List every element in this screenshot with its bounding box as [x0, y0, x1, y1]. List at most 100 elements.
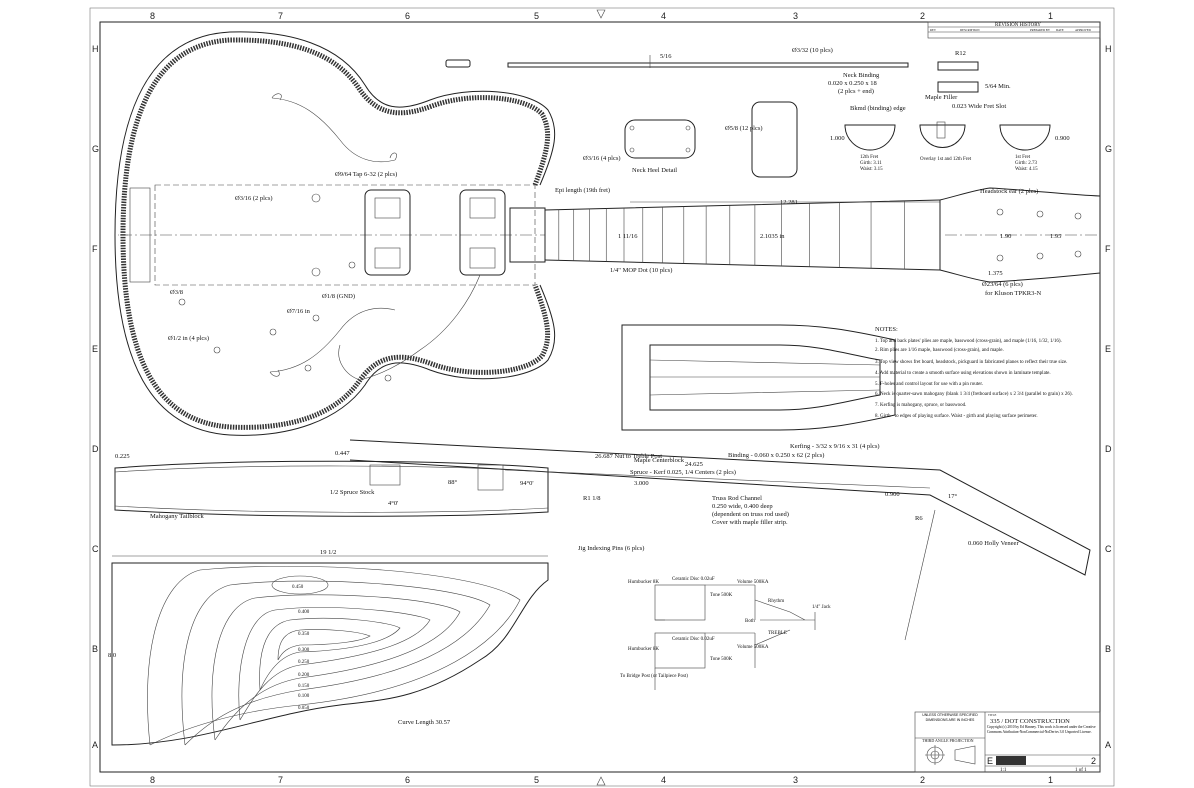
- row-markers: H G F E D C B A H G F E D C B A: [92, 44, 1112, 750]
- row-marker: E: [92, 344, 98, 354]
- angle-94: 94°0': [520, 480, 534, 487]
- col-marker: 7: [278, 775, 283, 785]
- contour-label: 0.200: [298, 673, 310, 678]
- neck-binding-qty: (2 plcs + end): [838, 88, 874, 95]
- row-marker: F: [92, 244, 98, 254]
- contour-label: 0.150: [298, 684, 310, 689]
- angle-4: 4°0': [388, 500, 398, 507]
- contour-label: 0.250: [298, 660, 310, 665]
- hole-label: Ø3/32 (10 plcs): [792, 47, 833, 54]
- wiring-diagram: Humbucker 8K Ceramic Disc 0.02uF Tone 50…: [620, 577, 831, 690]
- note-item: 7. Kerfing is mahogany, spruce, or bassw…: [875, 403, 966, 408]
- holly-veneer-label: 0.060 Holly Veneer: [968, 540, 1019, 547]
- rhythm-label: Rhythm: [768, 599, 784, 604]
- angle-17: 17°: [948, 493, 958, 500]
- epi-length-label: Epi length (19th fret): [555, 187, 610, 194]
- rev-header: DATE: [1056, 28, 1064, 32]
- tuner-hole-label: Ø23/64 (6 plcs): [982, 281, 1023, 288]
- col-marker: 3: [793, 775, 798, 785]
- fret-12-label: 12th Fret: [860, 155, 879, 160]
- gnd-label: Ø1/8 (GND): [322, 293, 355, 300]
- overlay-label: Overlay 1st and 12th Fret: [920, 157, 972, 162]
- col-marker: 3: [793, 11, 798, 21]
- spruce-stock-label: 1/2 Spruce Stock: [330, 489, 375, 496]
- dim-19-5: 19 1/2: [320, 549, 336, 556]
- detail-views: 5/16 Ø3/32 (10 plcs) Neck Binding 0.020 …: [445, 47, 1070, 178]
- sheet-border: [99, 21, 1101, 773]
- kluson-label: for Kluson TPKR3-N: [985, 290, 1042, 297]
- tolerances-text: UNLESS OTHERWISE SPECIFIED DIMENSIONS AR…: [922, 713, 978, 722]
- jig-pins-label: Jig Indexing Pins (6 plcs): [578, 545, 644, 552]
- binding-edge-label: Bkmd (binding) edge: [850, 105, 906, 112]
- maple-filler-label: Maple Filler: [925, 94, 958, 101]
- column-markers: 8 7 6 5 4 3 2 1 8 7 6 5 4 3 2 1: [150, 9, 1053, 786]
- body-top-view: [114, 31, 556, 436]
- hole-label: Ø3/8: [170, 289, 183, 296]
- mahogany-tailblock-label: Mahogany Tailblock: [150, 513, 205, 520]
- note-item: 5. F-holes and control layout for use wi…: [875, 382, 983, 387]
- bridge-post-label: To Bridge Post (or Tailpiece Post): [620, 674, 688, 679]
- col-marker: 5: [534, 775, 539, 785]
- contour-label: 0.400: [298, 610, 310, 615]
- row-marker: G: [1105, 144, 1112, 154]
- neck-heel-label: Neck Heel Detail: [632, 167, 677, 174]
- dim-1375: 1.375: [988, 270, 1003, 277]
- neck-top-view: 12.281 2.1035 in 1 11/16 Headstock ear (…: [544, 187, 1101, 297]
- centerblock-detail: Kerfing - 3/32 x 9/16 x 31 (4 plcs) Bind…: [621, 324, 896, 476]
- nut-to-treble-label: 26.687 Nut to Treble Post: [595, 453, 662, 460]
- capacitor-label: Ceramic Disc 0.02uF: [672, 637, 715, 642]
- col-marker: 7: [278, 11, 283, 21]
- dim-24625: 24.625: [685, 461, 703, 468]
- humbucker-label: Humbucker 8K: [628, 647, 659, 652]
- sheet-outer-border: [89, 7, 1115, 787]
- note-item: 3. Top view shows fret board, headstock,…: [875, 360, 1067, 365]
- hole-label: Ø5/8 (12 plcs): [725, 125, 763, 132]
- row-marker: B: [1105, 644, 1111, 654]
- curve-length-label: Curve Length 30.57: [398, 719, 451, 726]
- dim-1000: 1.000: [830, 135, 845, 142]
- laminate-template: 0.450 0.400 0.350 0.300 0.250 0.200 0.15…: [108, 545, 644, 746]
- projection-label: THIRD ANGLE PROJECTION: [922, 738, 974, 743]
- nut-width-dim: 1 11/16: [618, 233, 638, 240]
- humbucker-label: Humbucker 8K: [628, 580, 659, 585]
- spruce-kerf-label: Spruce - Kerf 0.025, 1/4 Centers (2 plcs…: [630, 469, 736, 476]
- row-marker: G: [92, 144, 99, 154]
- fret-slot-label: 0.023 Wide Fret Slot: [952, 103, 1006, 110]
- notes-title: NOTES:: [875, 326, 898, 333]
- sheet-size: E: [987, 756, 993, 766]
- body-outline: [114, 31, 556, 436]
- volume-label: Volume 500KA: [737, 580, 769, 585]
- dim-195: 1.95: [1050, 233, 1061, 240]
- contour-label: 0.450: [292, 585, 304, 590]
- r12-label: R12: [955, 50, 966, 57]
- girth-1: Girth: 2.73: [1015, 161, 1037, 166]
- fret-1-label: 1st Fret: [1015, 155, 1031, 160]
- volume-label: Volume 500KA: [737, 645, 769, 650]
- angle-88: 88°: [448, 479, 458, 486]
- row-marker: B: [92, 644, 98, 654]
- girth-12: Girth: 3.11: [860, 161, 882, 166]
- col-marker: 1: [1048, 11, 1053, 21]
- col-marker: 8: [150, 11, 155, 21]
- col-marker: 1: [1048, 775, 1053, 785]
- col-marker: 4: [661, 775, 666, 785]
- scale: 1:1: [1000, 768, 1007, 773]
- title-block: UNLESS OTHERWISE SPECIFIED DIMENSIONS AR…: [914, 711, 1101, 773]
- row-marker: H: [1105, 44, 1112, 54]
- truss-rod-size: 0.250 wide, 0.400 deep: [712, 503, 773, 510]
- contour-label: 0.350: [298, 632, 310, 637]
- tone-label: Tone 500K: [710, 657, 733, 662]
- truss-rod-label: Truss Rod Channel: [712, 495, 762, 502]
- tap-label: Ø9/64 Tap 6-32 (2 plcs): [335, 171, 397, 178]
- waist-12: Waist: 3.15: [860, 167, 883, 172]
- row-marker: C: [1105, 544, 1112, 554]
- neck-binding-size: 0.020 x 0.250 x 18: [828, 80, 877, 87]
- hole-label: Ø7/16 in: [287, 308, 311, 315]
- col-marker: 8: [150, 775, 155, 785]
- rev-header: DESCRIPTION: [960, 28, 980, 32]
- title-caption: TITLE: [988, 713, 996, 717]
- treble-label: TREBLE: [768, 631, 787, 636]
- side-view: 0.225 0.447 26.687 Nut to Treble Post 24…: [114, 439, 1091, 641]
- note-item: 8. Girth - to edges of playing surface. …: [875, 414, 1038, 419]
